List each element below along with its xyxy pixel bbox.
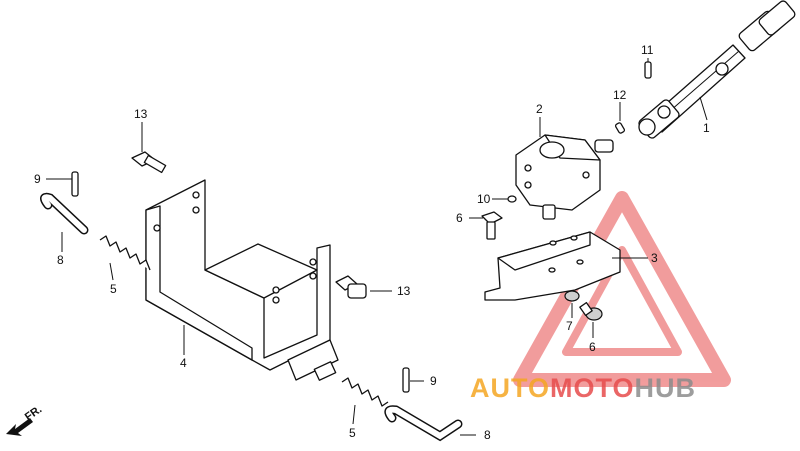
callout-9b: 9 <box>430 374 437 388</box>
front-direction-indicator: FR. <box>6 403 44 436</box>
callout-8b: 8 <box>484 428 491 442</box>
callout-6a: 6 <box>456 211 463 225</box>
callout-9a: 9 <box>34 172 41 186</box>
collar <box>564 290 580 302</box>
callout-13a: 13 <box>134 107 148 121</box>
spring-lower <box>341 377 389 407</box>
callout-10: 10 <box>477 192 491 206</box>
callout-3: 3 <box>651 251 658 265</box>
cotter-pin-upper <box>71 171 79 197</box>
callout-8a: 8 <box>57 253 64 267</box>
callout-13b: 13 <box>397 284 411 298</box>
steering-shaft <box>638 0 796 139</box>
callout-labels: 1 2 3 4 5 5 6 6 7 8 8 9 9 10 11 12 13 13 <box>34 43 710 442</box>
callout-12: 12 <box>613 88 627 102</box>
callout-2: 2 <box>536 102 543 116</box>
bolt-upper <box>481 211 503 240</box>
small-pin <box>614 122 626 134</box>
leader-lines <box>46 58 708 436</box>
bolt-13-lower <box>335 275 367 299</box>
callout-1: 1 <box>703 121 710 135</box>
callout-11: 11 <box>641 43 654 57</box>
gearbox <box>515 134 614 220</box>
l-pin-upper <box>40 192 89 235</box>
key <box>507 195 517 203</box>
watermark-part-hub: HUB <box>635 373 697 403</box>
callout-5a: 5 <box>110 282 117 296</box>
front-arrow-icon <box>6 418 33 436</box>
svg-text:AUTOMOTOHUB: AUTOMOTOHUB <box>470 373 696 403</box>
frame <box>145 179 339 381</box>
l-pin-lower <box>384 405 463 442</box>
callout-6b: 6 <box>589 340 596 354</box>
watermark-part-auto: AUTO <box>470 373 550 403</box>
callout-7: 7 <box>566 319 573 333</box>
front-label: FR. <box>23 403 44 423</box>
watermark-part-moto: MOTO <box>550 373 635 403</box>
mount-bracket <box>484 231 621 301</box>
spring-upper <box>99 235 151 271</box>
bolt-lower <box>579 301 603 321</box>
cotter-pin-lower <box>402 367 410 393</box>
bolt-13-upper <box>131 151 167 174</box>
pin <box>644 61 652 79</box>
callout-5b: 5 <box>349 426 356 440</box>
watermark-text: AUTOMOTOHUB <box>470 373 696 403</box>
callout-4: 4 <box>180 356 187 370</box>
